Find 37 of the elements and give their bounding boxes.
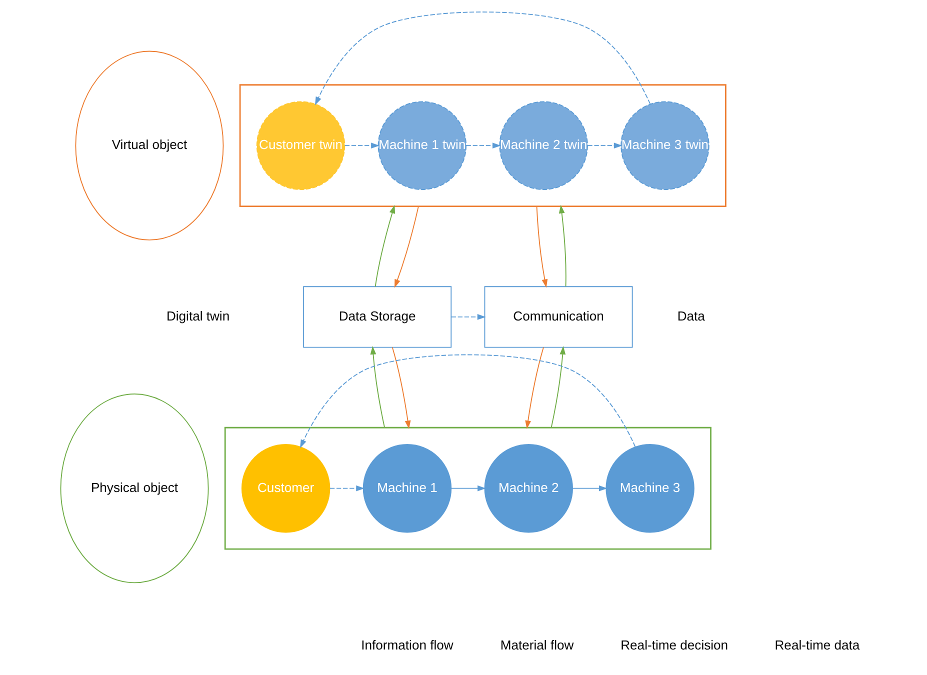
arrow [392,346,411,430]
arrow [300,354,636,448]
node-circle: Machine 2 [484,444,573,533]
arrow [329,485,365,492]
node-circle: Customer twin [256,101,346,190]
node-ellipse: Virtual object [75,50,224,240]
node-ellipse: Physical object [60,394,209,584]
label: Data [677,308,705,324]
arrow [587,142,622,149]
node-box: Data Storage [303,286,452,348]
node-circle: Machine 3 [606,444,694,533]
node-circle: Machine 1 [362,444,452,533]
legend-label: Real-time decision [620,638,728,653]
node-box: Communication [484,286,633,348]
legend-label: Real-time data [774,638,860,653]
arrow [394,206,419,288]
arrow [536,206,548,288]
arrow [450,314,486,320]
arrow [558,204,566,287]
cluster [239,84,726,207]
arrow [450,485,486,492]
legend-label: Information flow [361,638,454,653]
arrow [466,142,501,149]
arrow [314,12,651,106]
arrow [374,204,396,288]
cluster [224,426,712,550]
node-circle: Machine 3 twin [620,101,710,190]
arrow [572,485,608,492]
label: Digital twin [166,308,230,324]
arrow [550,346,566,428]
node-circle: Machine 1 twin [378,101,467,190]
arrow [344,142,380,149]
node-circle: Customer [241,444,330,533]
legend-label: Material flow [500,638,574,653]
arrow [370,346,386,428]
node-circle: Machine 2 twin [499,101,588,190]
arrow [525,346,544,430]
